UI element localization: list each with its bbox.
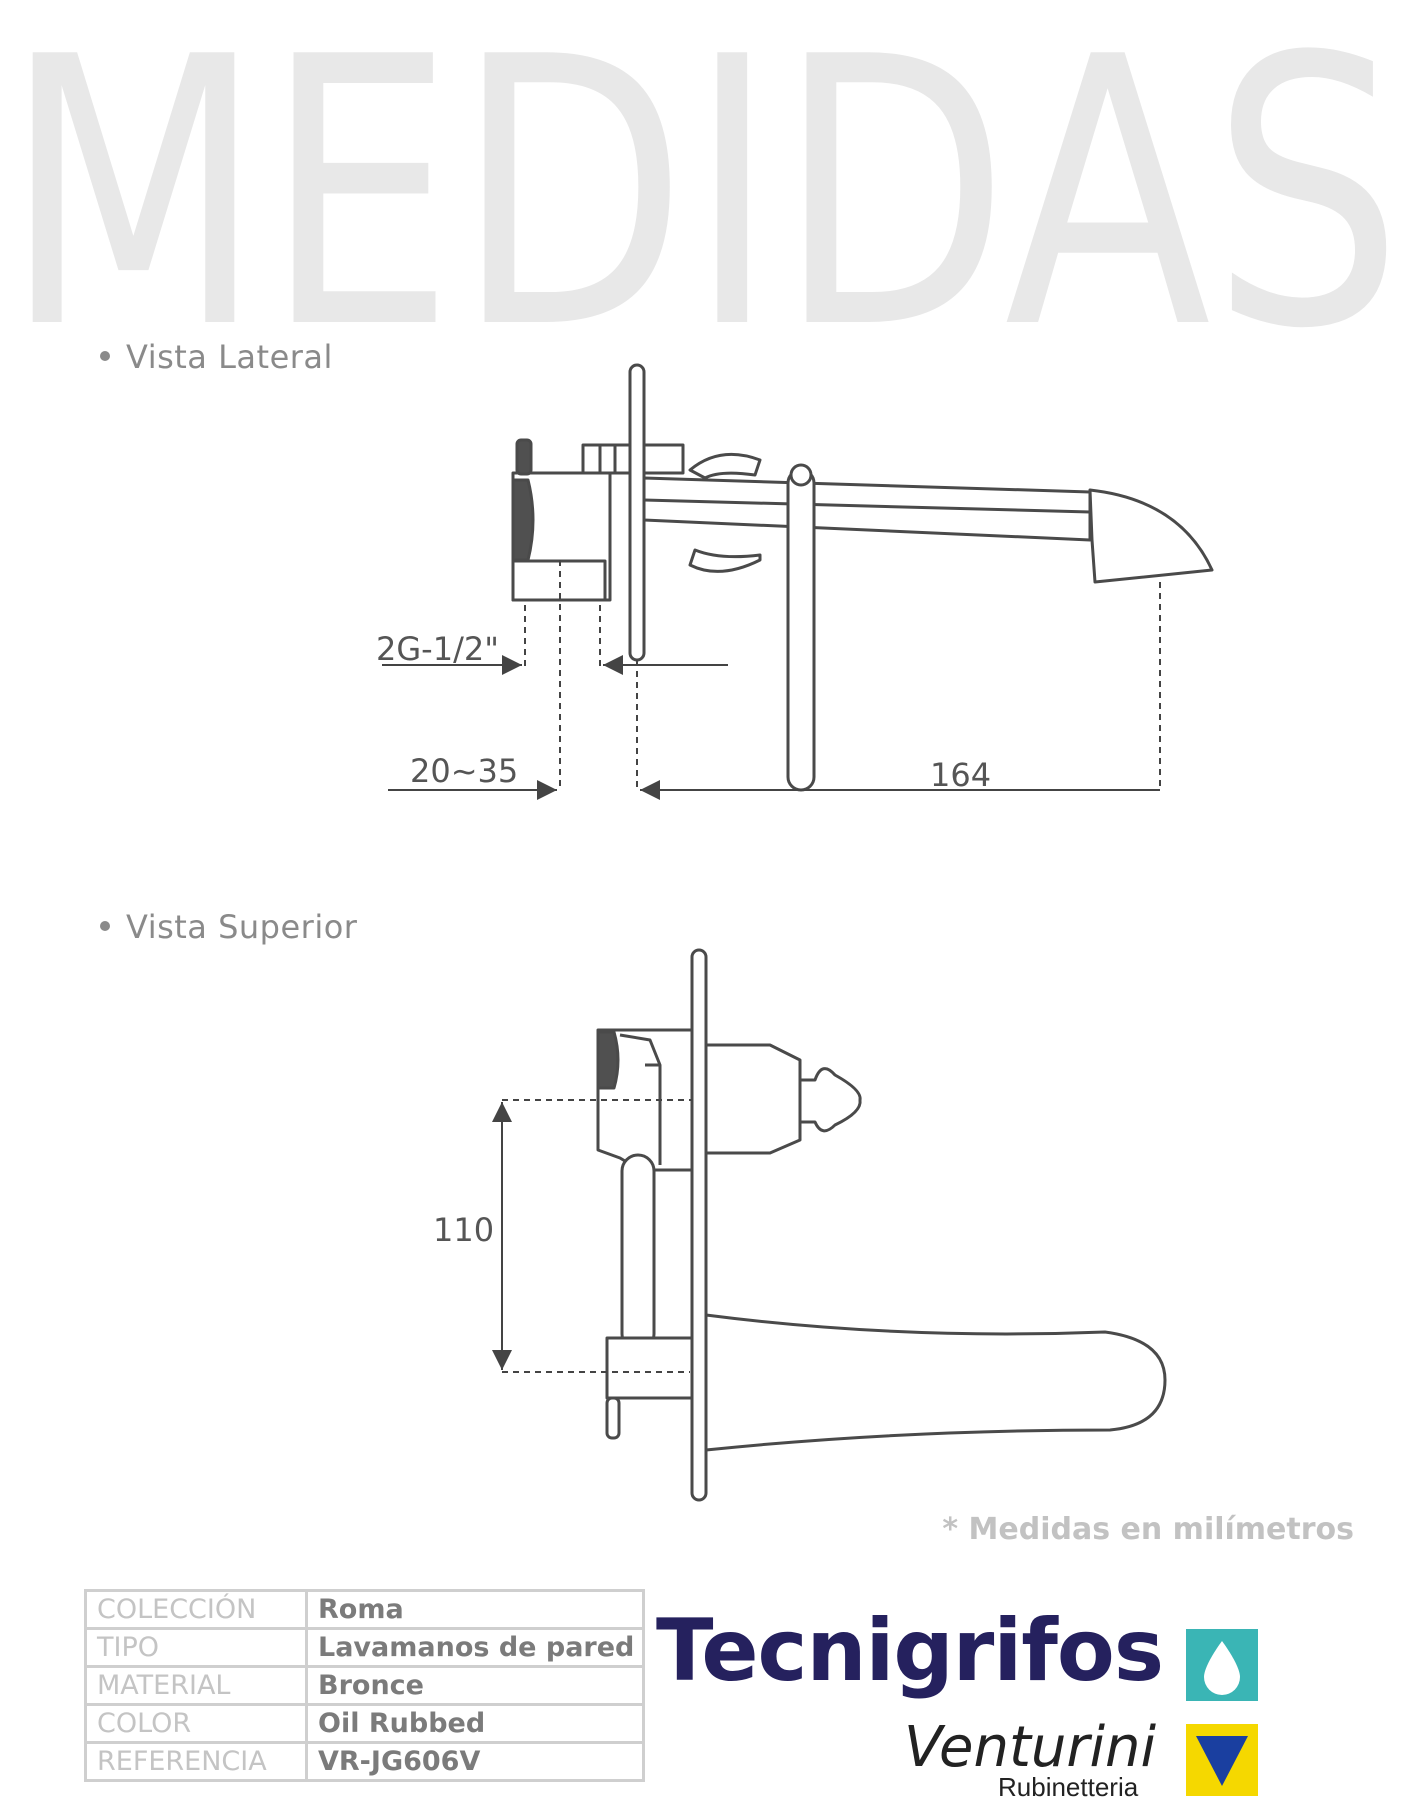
top-knob [515, 438, 533, 476]
side-view [511, 363, 1214, 792]
spout-tip [1088, 488, 1214, 584]
units-note: * Medidas en milímetros [942, 1512, 1354, 1547]
brand-name: Tecnigrifos [656, 1601, 1164, 1701]
table-row: COLECCIÓN Roma [84, 1589, 646, 1630]
bonnet [704, 1043, 802, 1155]
cross-knob [798, 1067, 862, 1133]
lever-bottom [688, 548, 762, 573]
view-label-lateral-text: Vista Lateral [126, 338, 333, 376]
back-cap [511, 478, 535, 562]
lever-top [688, 452, 762, 480]
lever-stem [786, 468, 816, 792]
brand-tagline: Rubinetteria [998, 1772, 1139, 1802]
spec-value: Roma [304, 1589, 646, 1630]
wall-plate [628, 363, 646, 662]
spec-value: VR-JG606V [304, 1741, 646, 1782]
spec-table: COLECCIÓN Roma TIPO Lavamanos de pared M… [84, 1589, 646, 1782]
spec-value: Oil Rubbed [304, 1703, 646, 1744]
spec-key: TIPO [84, 1627, 308, 1668]
spec-key: COLECCIÓN [84, 1589, 308, 1630]
side-dimensions [382, 560, 1161, 800]
top-dimensions [492, 1099, 692, 1373]
spout-top [704, 1313, 1167, 1452]
spec-key: MATERIAL [84, 1665, 308, 1706]
spec-value: Lavamanos de pared [304, 1627, 646, 1668]
lower-mount [605, 1336, 694, 1400]
venturini-triangle-icon [1186, 1724, 1258, 1796]
lever-stem-top [620, 1153, 656, 1352]
wall-plate-top [690, 948, 708, 1502]
dim-spout-length: 164 [930, 756, 991, 794]
bullet-icon [100, 351, 110, 361]
page-title: MEDIDAS [3, 0, 1403, 340]
view-label-lateral: Vista Lateral [100, 338, 333, 376]
table-row: MATERIAL Bronce [84, 1665, 646, 1706]
dim-handle-offset: 110 [433, 1211, 494, 1249]
page-title-text: MEDIDAS [3, 0, 1403, 340]
spec-key: COLOR [84, 1703, 308, 1744]
spec-value: Bronce [304, 1665, 646, 1706]
brand-logo: Tecnigrifos Venturini Rubinetteria [656, 1601, 1258, 1802]
top-view [596, 948, 1167, 1502]
dim-thread: 2G-1/2" [376, 630, 499, 668]
water-drop-icon [1186, 1629, 1258, 1701]
sub-brand-name: Venturini [904, 1715, 1157, 1780]
spout [642, 476, 1092, 542]
view-label-superior-text: Vista Superior [126, 908, 358, 946]
table-row: TIPO Lavamanos de pared [84, 1627, 646, 1668]
view-label-superior: Vista Superior [100, 908, 357, 946]
table-row: REFERENCIA VR-JG606V [84, 1741, 646, 1782]
back-cap-top [596, 1030, 620, 1090]
spec-key: REFERENCIA [84, 1741, 308, 1782]
dim-wall-range: 20~35 [410, 752, 518, 790]
table-row: COLOR Oil Rubbed [84, 1703, 646, 1744]
bullet-icon [100, 921, 110, 931]
